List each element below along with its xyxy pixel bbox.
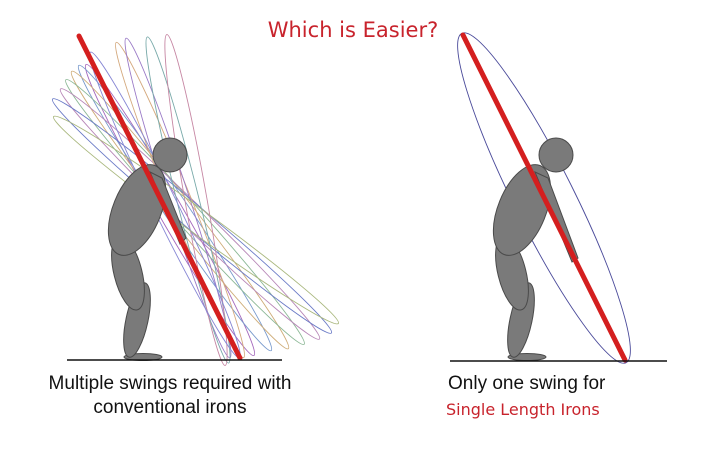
club-shaft-right: [460, 32, 628, 363]
golfer-torso: [107, 164, 167, 256]
diagram-title: Which is Easier?: [0, 18, 720, 42]
club-shaft-left: [76, 33, 243, 361]
golfer-head: [152, 137, 188, 173]
left-caption-line1: Multiple swings required with: [48, 373, 292, 394]
left-caption-line2: conventional irons: [93, 397, 247, 418]
left-panel: [51, 33, 340, 366]
title-text: Which is Easier?: [267, 18, 439, 42]
multiple-swing-planes: [51, 34, 340, 366]
left-caption: Multiple swings required with convention…: [20, 372, 320, 420]
golfer-figure-left: [107, 137, 188, 361]
right-caption-line2: Single Length Irons: [446, 400, 600, 419]
right-caption-line1: Only one swing for: [448, 373, 606, 394]
right-panel: [450, 32, 667, 364]
